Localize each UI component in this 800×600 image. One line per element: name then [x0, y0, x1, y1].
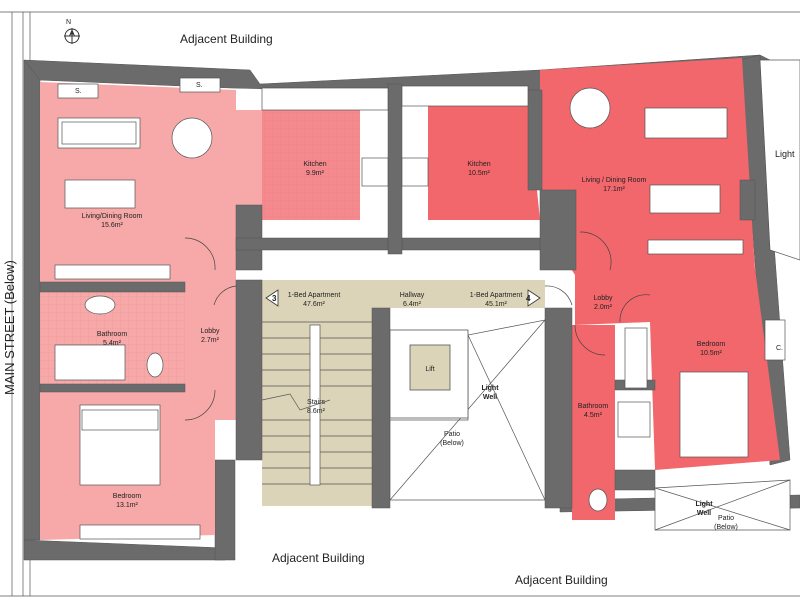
- lightwell-2-line2: Well: [697, 510, 711, 517]
- light-edge-label: Light: [775, 149, 795, 159]
- cupboard-c: [764, 319, 786, 361]
- apartment-4-marker: 4: [526, 289, 541, 307]
- left-toilet: [146, 352, 164, 378]
- right-shower: [617, 401, 651, 438]
- apartment-3-marker: 3: [265, 289, 279, 307]
- left-s2-label: S.: [196, 82, 203, 89]
- apartment-3-number: 3: [272, 294, 277, 303]
- left-living-name: Living/Dining Room: [82, 213, 143, 220]
- left-lobby-area: 2.7m²: [201, 337, 220, 344]
- lightwell-1-line1: Light: [481, 385, 499, 392]
- stairs-name: Stairs: [307, 399, 325, 406]
- right-lobby-name: Lobby: [593, 295, 613, 302]
- right-dining-table: [569, 87, 611, 129]
- left-bedroom-area: 13.1m²: [116, 502, 138, 509]
- right-lobby-area: 2.0m²: [594, 304, 613, 311]
- right-bathroom-floor: [572, 325, 615, 520]
- left-coffee-table: [64, 179, 136, 209]
- stair-treads: [261, 321, 372, 486]
- light-well-edge: [759, 59, 800, 261]
- left-wardrobe: [79, 524, 201, 540]
- patio-2-line1: Patio: [718, 515, 734, 522]
- left-bathroom-area: 5.4m²: [103, 340, 122, 347]
- right-bed: [679, 371, 749, 458]
- right-wardrobe: [624, 327, 648, 389]
- north-arrow-icon: N: [64, 19, 80, 44]
- left-lobby-floor: [185, 262, 236, 420]
- apt-left-area: 47.6m²: [303, 301, 325, 308]
- right-counter: [401, 85, 529, 107]
- left-corridor: [236, 110, 262, 205]
- right-sofa: [644, 107, 728, 139]
- light-well-area: [389, 59, 800, 531]
- apartment-4-number: 4: [526, 294, 531, 303]
- left-lobby-name: Lobby: [200, 328, 220, 335]
- north-label: N: [66, 19, 71, 26]
- lift-label: Lift: [425, 366, 434, 373]
- adjacent-top-label: Adjacent Building: [180, 32, 273, 46]
- left-bathroom-name: Bathroom: [97, 331, 128, 338]
- left-kitchen-name: Kitchen: [303, 161, 326, 168]
- left-s1-label: S.: [75, 88, 82, 95]
- lightwell-1-line2: Well: [483, 394, 497, 401]
- right-kitchen-floor: [428, 100, 540, 220]
- left-kitchen-tile: [262, 110, 360, 220]
- lightwell-2-line1: Light: [695, 501, 713, 508]
- apt-right-area: 45.1m²: [485, 301, 507, 308]
- right-toilet: [588, 488, 608, 512]
- right-kitchen-area: 10.5m²: [468, 170, 490, 177]
- cupboard-s2: [179, 77, 221, 93]
- street-label: MAIN STREET (Below): [2, 260, 17, 395]
- left-kitchen-area: 9.9m²: [306, 170, 325, 177]
- apt-right-name: 1-Bed Apartment: [470, 292, 523, 299]
- furniture: [54, 77, 786, 540]
- left-bedroom-name: Bedroom: [113, 493, 142, 500]
- left-sink: [84, 295, 116, 315]
- common-area: [261, 280, 545, 506]
- right-kitchen-name: Kitchen: [467, 161, 490, 168]
- apt-left-name: 1-Bed Apartment: [288, 292, 341, 299]
- hallway-floor: [262, 280, 545, 308]
- left-living-area: 15.6m²: [101, 222, 123, 229]
- left-bathtub: [54, 344, 126, 381]
- hallway-name: Hallway: [400, 292, 425, 299]
- right-coffee-table: [649, 184, 721, 214]
- right-tv-unit: [647, 239, 744, 255]
- right-living-area: 17.1m²: [603, 186, 625, 193]
- lift-car: [409, 344, 451, 391]
- right-bathroom-area: 4.5m²: [584, 412, 603, 419]
- cupboard-s1: [57, 83, 99, 99]
- left-counter: [261, 87, 389, 111]
- adjacent-bottom-right-label: Adjacent Building: [515, 573, 608, 587]
- left-dining-table: [171, 117, 213, 159]
- adjacent-bottom-center-label: Adjacent Building: [272, 551, 365, 565]
- patio-1-line1: Patio: [444, 431, 460, 438]
- patio-1-line2: (Below): [440, 440, 464, 447]
- right-bedroom-name: Bedroom: [697, 341, 726, 348]
- right-hob: [401, 157, 429, 187]
- hallway-area: 6.4m²: [403, 301, 422, 308]
- right-living-name: Living / Dining Room: [582, 177, 647, 184]
- patio-2-line2: (Below): [714, 524, 738, 531]
- right-bedroom-area: 10.5m²: [700, 350, 722, 357]
- doors: [184, 231, 651, 421]
- left-tv-unit: [54, 264, 171, 280]
- stairs-area: 8.6m²: [307, 408, 326, 415]
- left-hob: [361, 157, 389, 187]
- right-bathroom-name: Bathroom: [578, 403, 609, 410]
- right-c-label: C.: [776, 345, 783, 352]
